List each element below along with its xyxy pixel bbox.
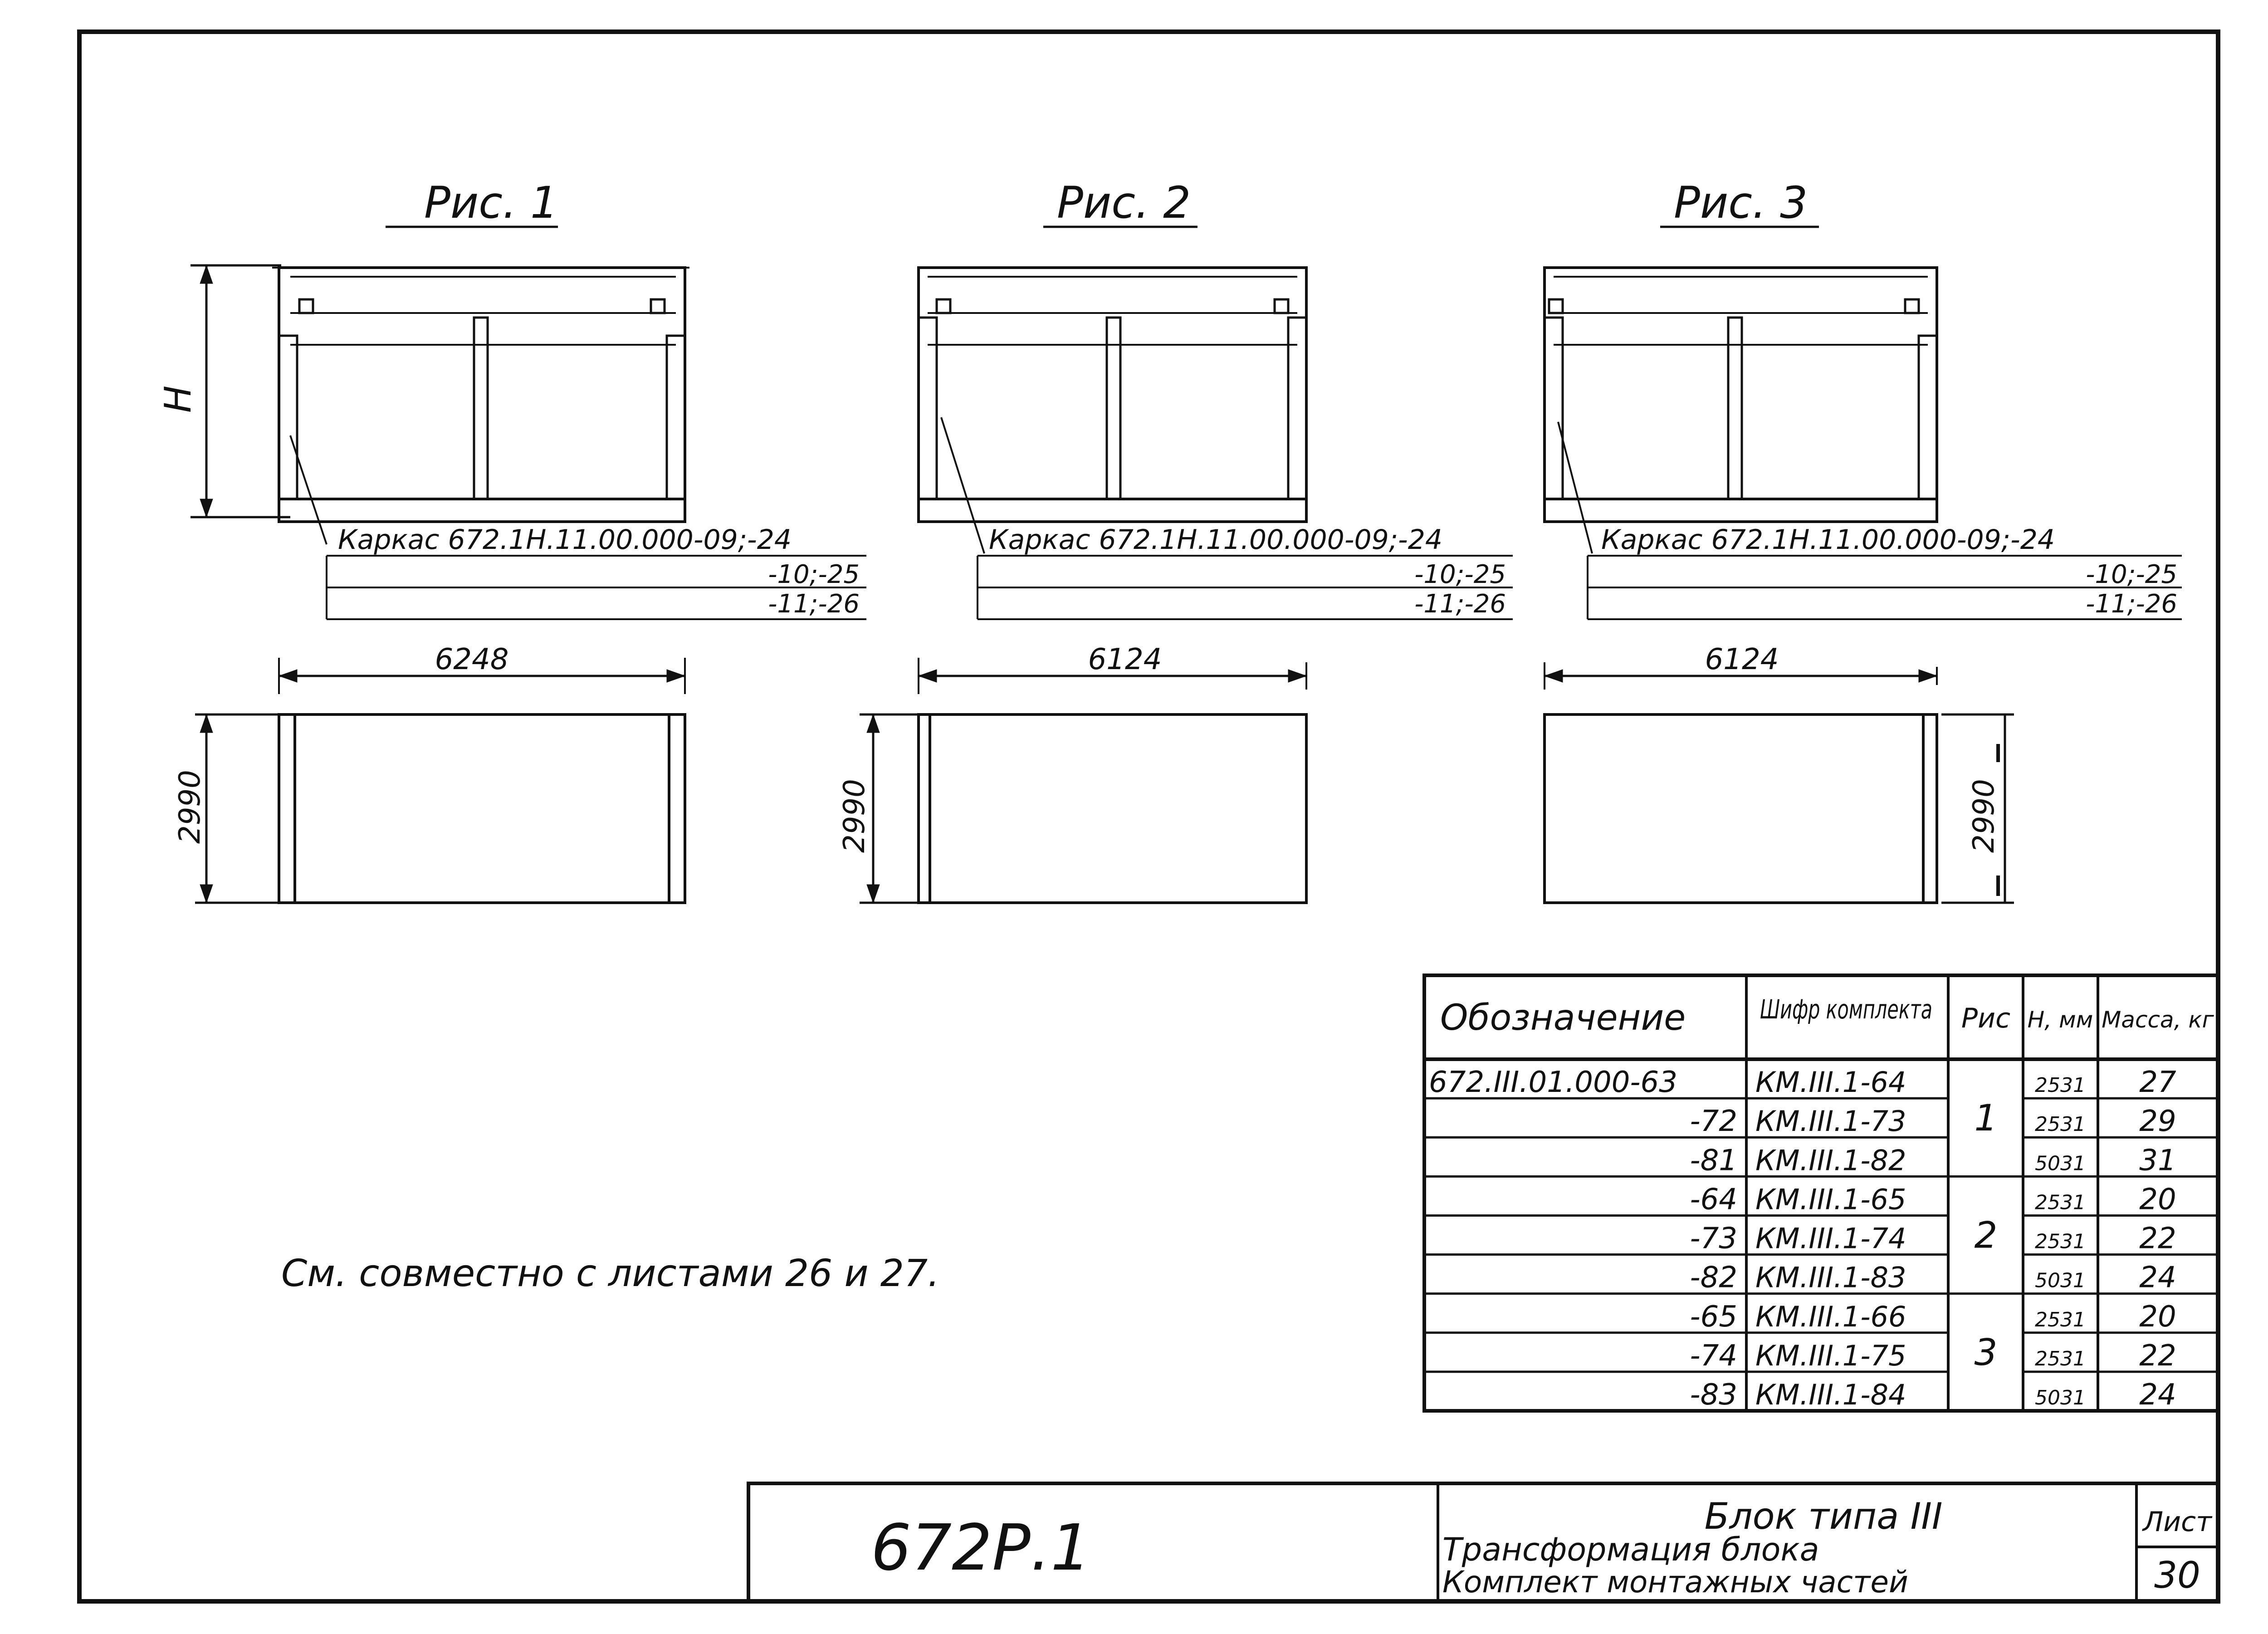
title-line-2: Трансформация блока bbox=[1442, 1531, 1819, 1568]
table-cell-code: КМ.III.1-66 bbox=[1755, 1300, 1906, 1333]
table-cell-designation: -72 bbox=[1690, 1105, 1737, 1138]
table-cell-designation: -83 bbox=[1690, 1378, 1737, 1412]
figure-1-frame-label: Каркас 672.1Н.11.00.000-09;-24 bbox=[338, 524, 792, 556]
title-line-1: Блок типа III bbox=[1705, 1495, 1943, 1537]
document-code: 672Р.1 bbox=[871, 1511, 1091, 1585]
figure-1-frame-label-2: -10;-25 bbox=[768, 560, 860, 589]
table-cell-mass: 24 bbox=[2139, 1378, 2176, 1412]
table-cell-designation: -64 bbox=[1690, 1183, 1737, 1216]
figure-3-caption: Рис. 3 bbox=[1674, 177, 1808, 228]
figure-1-height-dim: 2990 bbox=[173, 770, 207, 844]
table-cell-h: 2531 bbox=[2035, 1191, 2086, 1214]
figure-1: Рис. 1 Н Каркас 672.1Н.11.00.000-09;-24 … bbox=[157, 177, 866, 904]
figure-1-height-label: Н bbox=[157, 386, 199, 413]
figure-1-frame-label-3: -11;-26 bbox=[768, 589, 860, 619]
sheet-number: 30 bbox=[2154, 1554, 2200, 1596]
table-cell-fig: 1 bbox=[1975, 1097, 1998, 1139]
figure-2: Рис. 2 Каркас 672.1Н.11.00.000-09;-24 -1… bbox=[838, 177, 1513, 904]
table-cell-mass: 29 bbox=[2139, 1105, 2176, 1138]
table-cell-mass: 20 bbox=[2139, 1183, 2176, 1216]
table-header-code: Шифр комплекта bbox=[1760, 994, 1932, 1025]
title-block: 672Р.1 Блок типа III Трансформация блока… bbox=[747, 1482, 2220, 1603]
title-line-3: Комплект монтажных частей bbox=[1442, 1565, 1908, 1600]
figure-1-width-dim: 6248 bbox=[435, 643, 509, 676]
table-cell-designation: -73 bbox=[1690, 1222, 1737, 1256]
table-cell-mass: 20 bbox=[2139, 1300, 2176, 1334]
table-cell-h: 2531 bbox=[2035, 1230, 2086, 1253]
table-header-mass: Масса, кг bbox=[2102, 1007, 2214, 1033]
table-cell-mass: 31 bbox=[2139, 1144, 2176, 1177]
table-cell-fig: 3 bbox=[1975, 1331, 1998, 1374]
table-cell-code: КМ.III.1-75 bbox=[1755, 1339, 1906, 1372]
figure-2-frame-label-3: -11;-26 bbox=[1414, 589, 1506, 619]
table-cell-code: КМ.III.1-83 bbox=[1755, 1261, 1906, 1294]
table-cell-h: 5031 bbox=[2035, 1269, 2086, 1292]
table-header-designation: Обозначение bbox=[1440, 998, 1686, 1038]
table-cell-mass: 22 bbox=[2139, 1339, 2176, 1373]
table-cell-h: 5031 bbox=[2035, 1386, 2086, 1409]
figure-2-frame-label: Каркас 672.1Н.11.00.000-09;-24 bbox=[989, 524, 1442, 556]
figure-3: Рис. 3 Каркас 672.1Н.11.00.000-09;-24 -1… bbox=[1543, 177, 2182, 904]
table-cell-h: 2531 bbox=[2035, 1074, 2086, 1097]
table-header-fig: Рис bbox=[1961, 1003, 2010, 1034]
figure-2-caption: Рис. 2 bbox=[1057, 177, 1191, 228]
table-cell-designation: -74 bbox=[1690, 1339, 1737, 1373]
table-cell-code: КМ.III.1-74 bbox=[1755, 1222, 1906, 1255]
table-cell-code: КМ.III.1-82 bbox=[1755, 1144, 1906, 1177]
figure-2-width-dim: 6124 bbox=[1088, 643, 1162, 676]
note-text: См. совместно с листами 26 и 27. bbox=[281, 1252, 939, 1295]
table-cell-designation: -65 bbox=[1690, 1300, 1737, 1334]
table-cell-designation: 672.III.01.000-63 bbox=[1429, 1066, 1677, 1099]
sheet-label: Лист bbox=[2142, 1506, 2213, 1538]
table-header-h: Н, мм bbox=[2028, 1007, 2093, 1033]
figure-3-height-dim: 2990 bbox=[1967, 779, 2001, 853]
table-cell-code: КМ.III.1-84 bbox=[1755, 1378, 1906, 1411]
table-cell-mass: 24 bbox=[2139, 1261, 2176, 1295]
table-cell-code: КМ.III.1-73 bbox=[1755, 1105, 1906, 1138]
table-cell-code: КМ.III.1-64 bbox=[1755, 1066, 1906, 1099]
figure-2-frame-label-2: -10;-25 bbox=[1414, 560, 1506, 589]
table-cell-h: 2531 bbox=[2035, 1308, 2086, 1331]
table-cell-mass: 27 bbox=[2139, 1066, 2176, 1099]
table-cell-designation: -81 bbox=[1690, 1144, 1737, 1177]
figure-1-caption: Рис. 1 bbox=[424, 177, 558, 228]
figure-3-width-dim: 6124 bbox=[1705, 643, 1779, 676]
table-cell-mass: 22 bbox=[2139, 1222, 2176, 1256]
table-cell-h: 2531 bbox=[2035, 1113, 2086, 1136]
spec-table: Обозначение Шифр комплекта Рис Н, мм Мас… bbox=[1422, 974, 2220, 1413]
figure-3-frame-label: Каркас 672.1Н.11.00.000-09;-24 bbox=[1601, 524, 2055, 556]
table-cell-fig: 2 bbox=[1975, 1214, 1998, 1257]
table-cell-h: 5031 bbox=[2035, 1152, 2086, 1175]
table-cell-designation: -82 bbox=[1690, 1261, 1737, 1295]
table-cell-h: 2531 bbox=[2035, 1347, 2086, 1370]
figure-2-height-dim: 2990 bbox=[838, 779, 871, 853]
figure-3-frame-label-3: -11;-26 bbox=[2086, 589, 2177, 619]
table-cell-code: КМ.III.1-65 bbox=[1755, 1183, 1906, 1216]
figure-3-frame-label-2: -10;-25 bbox=[2086, 560, 2177, 589]
